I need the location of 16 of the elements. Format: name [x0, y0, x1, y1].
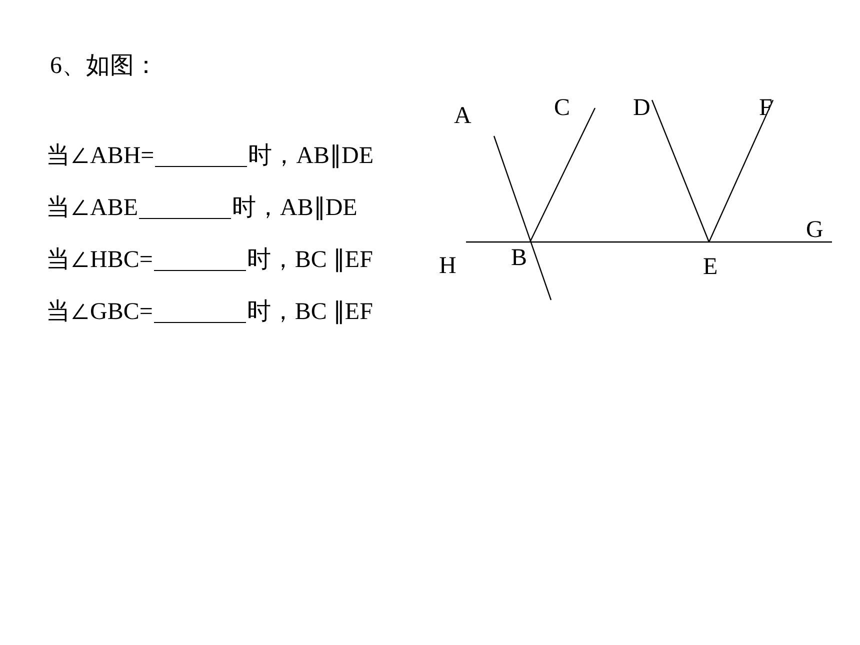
point-label: B: [511, 244, 528, 272]
question-text: 当∠HBC=: [46, 246, 153, 274]
question-text: 当∠GBC=: [46, 298, 153, 326]
point-label: C: [554, 94, 570, 122]
question-title: 6、如图：: [50, 52, 158, 80]
point-label: G: [806, 216, 824, 244]
question-text: 时，AB∥DE: [232, 194, 358, 222]
point-label: E: [703, 253, 718, 281]
question-text: 当∠ABH=: [46, 142, 154, 170]
question-text: 时，BC ∥EF: [246, 246, 373, 274]
point-label: H: [439, 252, 456, 280]
question-text: 时，BC ∥EF: [246, 298, 373, 326]
question-text: 时，AB∥DE: [248, 142, 374, 170]
question-text: 当∠ABE: [46, 194, 138, 222]
point-label: A: [454, 102, 472, 130]
point-label: D: [633, 94, 650, 122]
